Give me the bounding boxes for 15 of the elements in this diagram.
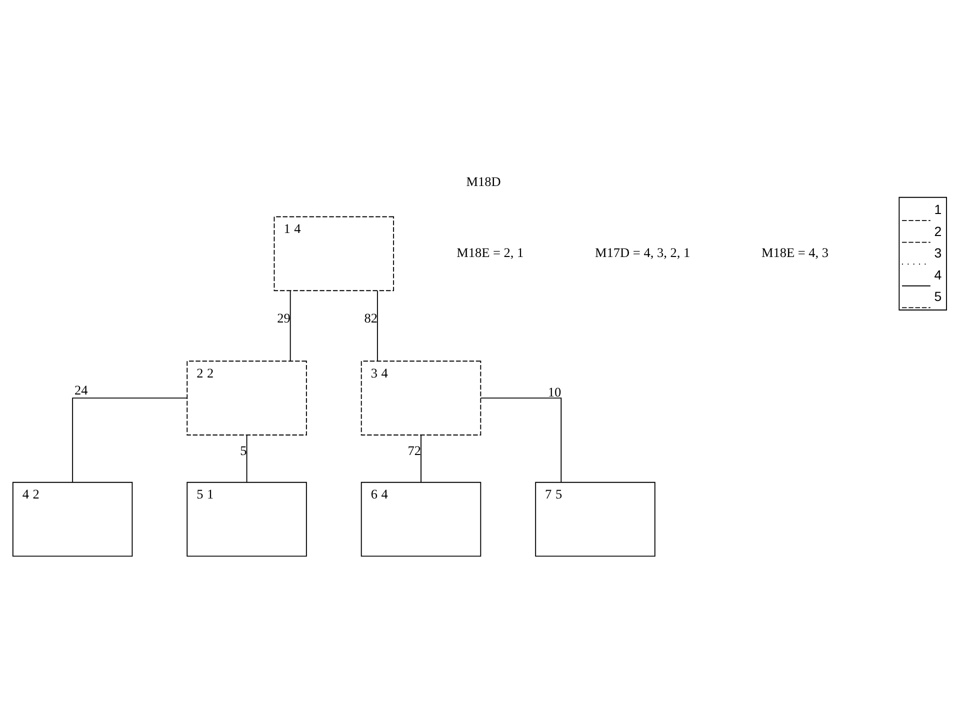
edge-label: 5 — [240, 442, 247, 458]
legend-label: 3 — [934, 246, 942, 261]
edge-label: 29 — [277, 310, 290, 326]
edge-label: 82 — [364, 310, 378, 326]
legend-label: 1 — [934, 202, 942, 218]
label: M17D = 4, 3, 2, 1 — [595, 245, 690, 260]
edge-label: 72 — [408, 442, 422, 458]
legend-label: 5 — [934, 289, 942, 304]
legend-label: 2 — [934, 224, 942, 239]
diagram-title: M18D — [466, 174, 501, 190]
label: M18E = 2, 1 — [456, 245, 524, 260]
legend-label: 4 — [934, 267, 942, 282]
edge-label: 24 — [74, 382, 88, 398]
label: M18E = 4, 3 — [761, 245, 829, 260]
edge-label: 10 — [548, 384, 562, 400]
